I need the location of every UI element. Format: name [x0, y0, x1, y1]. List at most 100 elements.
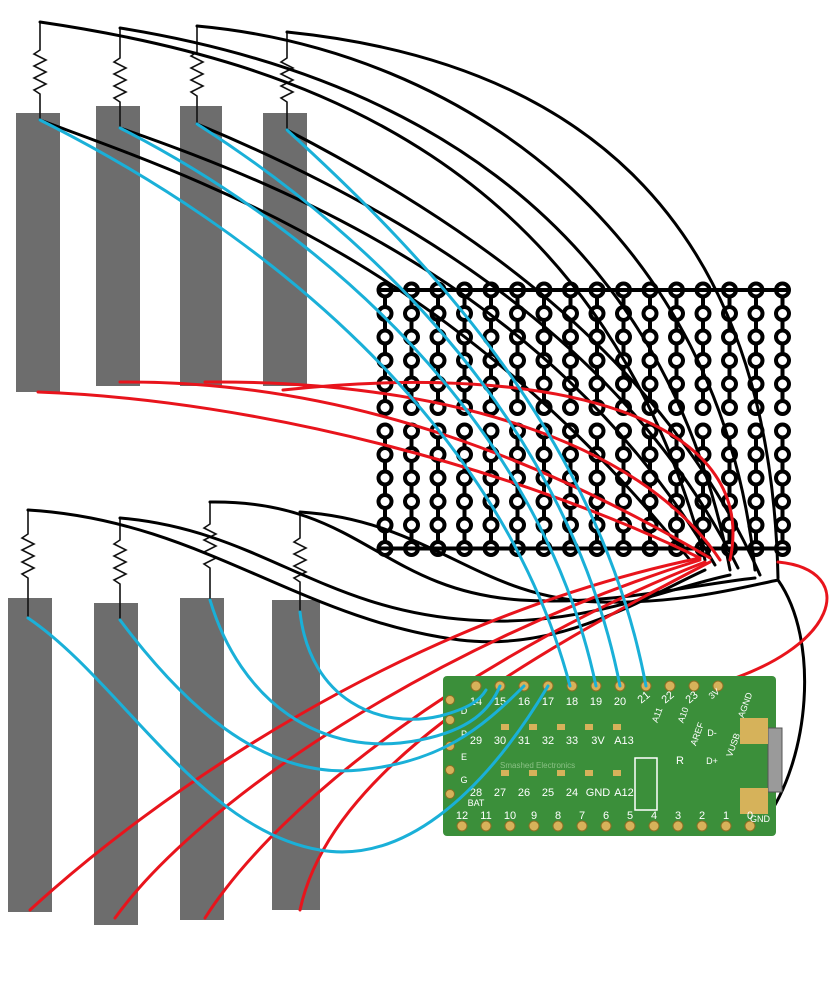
perfboard-hole [456, 422, 473, 440]
sensor-strip [180, 598, 224, 920]
perfboard-hole [721, 352, 738, 369]
perfboard-hole [774, 399, 791, 416]
pin-label: 33 [566, 735, 578, 747]
perfboard-hole [774, 305, 791, 322]
perfboard-hole [562, 446, 579, 463]
pin-label: 12 [456, 810, 468, 822]
perfboard-hole [641, 446, 659, 463]
perfboard-hole [774, 328, 791, 346]
perfboard-hole [456, 516, 473, 534]
perfboard-hole [774, 375, 791, 393]
perfboard-hole [721, 375, 738, 393]
perfboard-hole [774, 516, 791, 534]
perfboard-hole [403, 493, 420, 510]
pin-label: D- [707, 728, 717, 738]
pcb-pad [672, 820, 684, 832]
resistor-icon [20, 510, 36, 618]
perfboard-hole [774, 446, 791, 463]
perfboard-hole [509, 352, 526, 369]
perfboard-hole [615, 493, 632, 510]
pin-label: 17 [542, 696, 554, 708]
pcb [443, 676, 776, 836]
pin-label: R [676, 755, 684, 767]
pin-label: 20 [614, 696, 626, 708]
red-wire [113, 558, 702, 920]
perfboard-hole [588, 375, 606, 393]
pin-label: 11 [480, 810, 491, 822]
pcb-pad [480, 820, 492, 832]
blue-wire [26, 616, 550, 854]
perfboard-hole [509, 493, 526, 510]
pin-label: A12 [614, 787, 634, 799]
resistor-icon [189, 26, 205, 124]
pin-label: 28 [470, 787, 482, 799]
perfboard-hole [482, 516, 500, 534]
pin-label: 16 [518, 696, 530, 708]
perfboard-hole [721, 399, 738, 416]
silkscreen-text: Smashed Electronics [500, 761, 575, 770]
black-wire [118, 516, 732, 623]
sensor-strip [8, 598, 52, 912]
pin-label: 26 [518, 787, 530, 799]
perfboard-hole [403, 305, 420, 322]
perfboard-hole [641, 493, 659, 510]
perfboard-hole [403, 399, 420, 416]
red-wire [118, 380, 712, 560]
perfboard-hole [694, 516, 712, 534]
pin-label: 3 [675, 810, 681, 822]
perfboard-hole [668, 516, 685, 534]
usb-pad [740, 788, 768, 814]
resistors [20, 22, 308, 620]
red-wire [281, 381, 735, 562]
resistor-icon [202, 502, 218, 600]
perfboard-hole [588, 422, 606, 440]
blue-wire [298, 610, 488, 721]
pin-label: E [461, 752, 467, 762]
perfboard-hole [747, 352, 765, 369]
perfboard-hole [694, 399, 712, 416]
perfboard-hole [615, 446, 632, 463]
pin-label: 3V [591, 735, 605, 747]
sensor-strip [263, 113, 307, 386]
chip-outline [634, 757, 658, 811]
perfboard-hole [376, 422, 394, 440]
pcb-pad [720, 820, 732, 832]
pin-label: P [461, 729, 467, 739]
perfboard-hole [376, 469, 394, 487]
perfboard-hole [774, 469, 791, 487]
blue-wire [38, 118, 572, 688]
pin-label: 19 [590, 696, 602, 708]
pin-label: 0 [747, 810, 753, 822]
perfboard-hole [694, 305, 712, 322]
black-wire [26, 508, 707, 644]
sensor-strip [180, 106, 222, 386]
pin-label: D [461, 706, 468, 716]
perfboard-hole [721, 469, 738, 487]
pin-label: 7 [579, 810, 585, 822]
pcb-pad [664, 680, 676, 692]
perfboard-hole [668, 352, 685, 369]
perfboard-hole [403, 516, 420, 534]
pcb-pad [552, 820, 564, 832]
perfboard-hole [747, 328, 765, 346]
pin-label: 29 [470, 735, 482, 747]
red-wires [28, 380, 829, 920]
pin-label: BAT [468, 798, 485, 808]
pin-label: 5 [627, 810, 633, 822]
perfboard-hole [535, 446, 553, 463]
resistor-icon [279, 32, 295, 130]
perfboard-hole [376, 493, 394, 510]
perfboard-hole [482, 422, 500, 440]
perfboard-hole [535, 328, 553, 346]
perfboard-hole [774, 352, 791, 369]
perfboard-hole [403, 375, 420, 393]
black-wire [195, 24, 757, 572]
perfboard-hole [376, 446, 394, 463]
resistor-icon [112, 518, 128, 620]
blue-wires [26, 118, 648, 854]
perfboard-hole [668, 328, 685, 346]
black-wire [762, 578, 807, 824]
pin-label: GND [586, 787, 611, 799]
perfboard-hole [429, 352, 447, 369]
perfboard-hole [429, 469, 447, 487]
